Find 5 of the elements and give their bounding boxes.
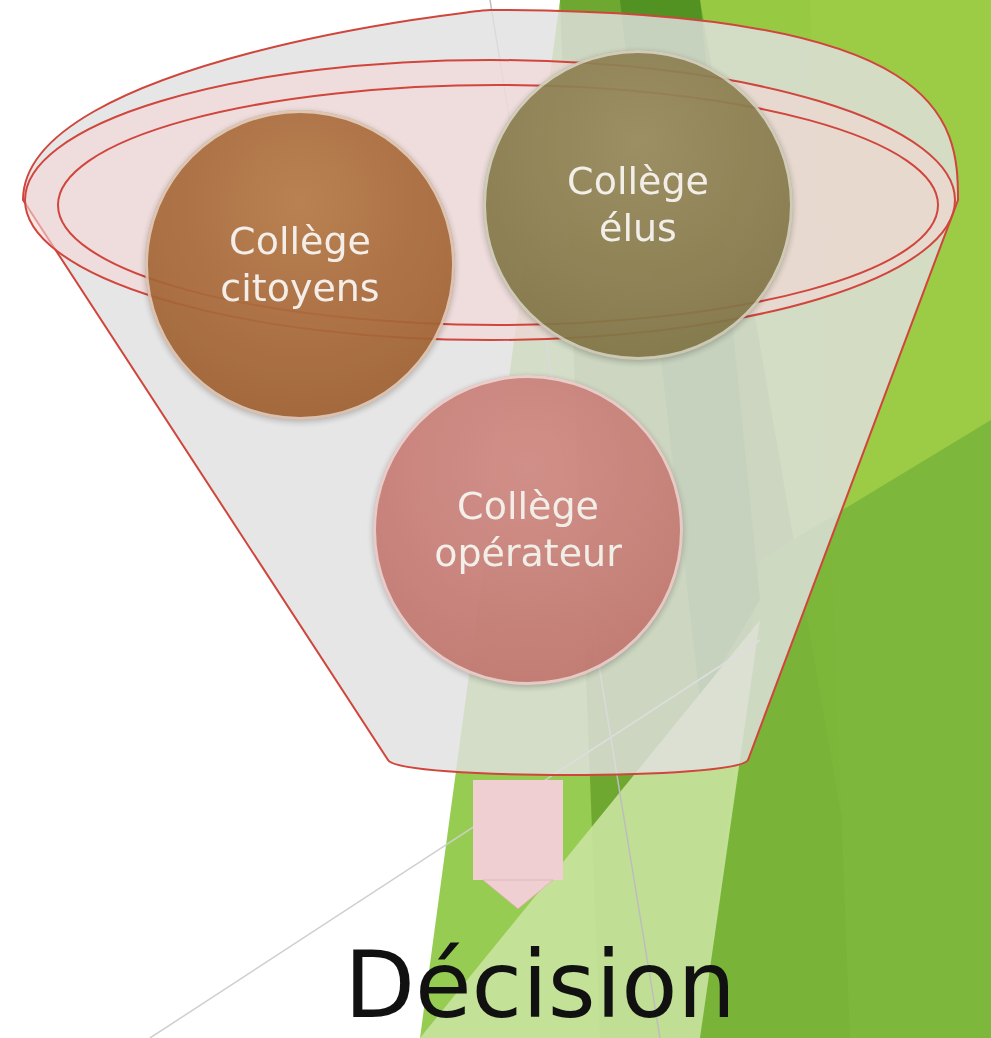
circle-label: Collège opérateur bbox=[433, 482, 623, 577]
circle-label: Collège élus bbox=[566, 157, 710, 252]
arrow bbox=[473, 780, 563, 910]
outcome-text: Décision bbox=[330, 940, 750, 1032]
circle-label: Collège citoyens bbox=[219, 217, 381, 312]
